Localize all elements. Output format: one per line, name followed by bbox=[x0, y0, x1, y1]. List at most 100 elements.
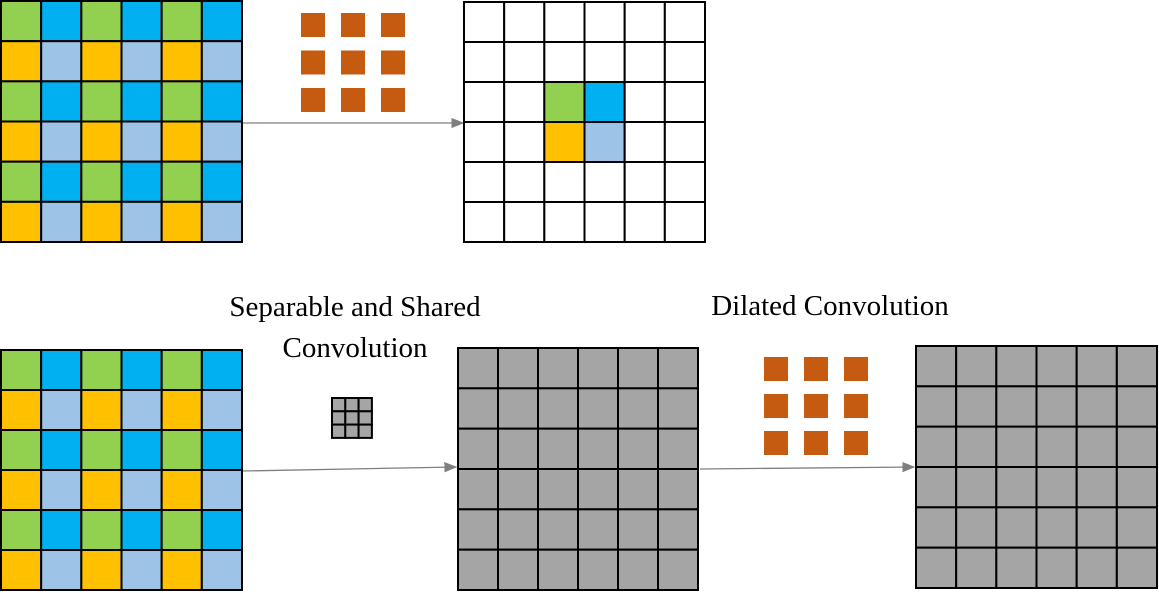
output-grid-top-cell bbox=[623, 1, 666, 43]
dilated-kernel-bottom-element bbox=[804, 394, 828, 418]
intermediate-grid-cell bbox=[497, 548, 539, 592]
dilated-kernel-top-element bbox=[381, 88, 405, 112]
input-grid-top-cell bbox=[80, 160, 123, 203]
input-grid-bottom-cell bbox=[120, 389, 163, 431]
output-grid-top-cell bbox=[583, 201, 626, 243]
dilated-kernel-bottom-element bbox=[804, 357, 828, 381]
output-grid-bottom-cell bbox=[995, 345, 1038, 388]
output-grid-top-cell bbox=[503, 121, 546, 163]
input-grid-bottom-cell bbox=[200, 469, 243, 511]
input-grid-bottom-cell bbox=[160, 549, 203, 591]
intermediate-grid-cell bbox=[457, 468, 499, 511]
intermediate-grid-cell bbox=[657, 508, 699, 551]
output-grid-bottom-cell bbox=[1075, 345, 1118, 388]
output-grid-top-cell bbox=[503, 161, 546, 203]
output-grid-top-cell bbox=[623, 121, 666, 163]
output-grid-top-cell bbox=[463, 161, 506, 203]
input-grid-top-cell bbox=[200, 0, 243, 43]
output-grid-top-cell bbox=[503, 1, 546, 43]
intermediate-grid-cell bbox=[577, 347, 619, 390]
output-grid-top-cell bbox=[463, 121, 506, 163]
output-grid-bottom-cell bbox=[955, 466, 998, 509]
input-grid-top-cell bbox=[200, 200, 243, 243]
input-grid-top-cell bbox=[0, 0, 43, 43]
shared-kernel-cell bbox=[344, 423, 360, 439]
output-grid-top-cell bbox=[543, 121, 586, 163]
intermediate-grid-cell bbox=[617, 427, 659, 470]
output-grid-top-cell bbox=[623, 161, 666, 203]
input-grid-bottom-cell bbox=[200, 389, 243, 431]
input-grid-top-cell bbox=[120, 0, 163, 43]
intermediate-grid-cell bbox=[497, 387, 539, 430]
output-grid-top-cell bbox=[543, 201, 586, 243]
intermediate-grid-cell bbox=[497, 468, 539, 511]
output-grid-top-cell bbox=[463, 1, 506, 43]
intermediate-grid-cell bbox=[577, 427, 619, 470]
output-grid-bottom-cell bbox=[955, 345, 998, 388]
input-grid-bottom-cell bbox=[120, 349, 163, 391]
input-grid-top-cell bbox=[80, 200, 123, 243]
output-grid-top-cell bbox=[583, 121, 626, 163]
input-grid-top-cell bbox=[120, 80, 163, 123]
input-grid-top-cell bbox=[40, 0, 83, 43]
intermediate-grid-cell bbox=[497, 508, 539, 551]
input-grid-bottom-cell bbox=[40, 429, 83, 471]
input-grid-top-cell bbox=[80, 120, 123, 163]
input-grid-top-cell bbox=[160, 40, 203, 83]
output-grid-top-cell bbox=[663, 41, 706, 83]
output-grid-bottom-cell bbox=[915, 385, 958, 428]
input-grid-bottom-cell bbox=[200, 349, 243, 391]
input-grid-top-cell bbox=[200, 120, 243, 163]
output-grid-bottom-cell bbox=[1035, 506, 1078, 549]
input-grid-bottom-cell bbox=[200, 429, 243, 471]
input-grid-bottom-cell bbox=[80, 429, 123, 471]
output-grid-bottom-cell bbox=[1035, 345, 1078, 388]
intermediate-grid-cell bbox=[497, 427, 539, 470]
output-grid-bottom-cell bbox=[915, 345, 958, 388]
shared-kernel-cell bbox=[344, 410, 360, 426]
shared-kernel-cell bbox=[344, 397, 360, 413]
output-grid-bottom-cell bbox=[1075, 506, 1118, 549]
output-grid-bottom-cell bbox=[1115, 345, 1159, 388]
dilated-kernel-bottom-element bbox=[844, 357, 868, 381]
input-grid-top-cell bbox=[200, 40, 243, 83]
input-grid-bottom-cell bbox=[80, 469, 123, 511]
output-grid-bottom-cell bbox=[995, 466, 1038, 509]
input-grid-top-cell bbox=[0, 160, 43, 203]
intermediate-grid-cell bbox=[457, 508, 499, 551]
input-grid-bottom-cell bbox=[0, 389, 43, 431]
input-grid-bottom-cell bbox=[120, 429, 163, 471]
output-grid-bottom-cell bbox=[955, 385, 998, 428]
output-grid-top-cell bbox=[503, 41, 546, 83]
shared-kernel-cell bbox=[357, 423, 373, 439]
input-grid-top-cell bbox=[160, 200, 203, 243]
input-grid-bottom-cell bbox=[40, 349, 83, 391]
output-grid-bottom-cell bbox=[995, 385, 1038, 428]
separable-shared-convolution-label: Separable and Shared Convolution bbox=[195, 287, 515, 369]
input-grid-bottom-cell bbox=[40, 509, 83, 551]
output-grid-bottom-cell bbox=[995, 425, 1038, 468]
input-grid-top-cell bbox=[200, 160, 243, 203]
arrow-separable bbox=[242, 462, 458, 473]
input-grid-bottom-cell bbox=[40, 549, 83, 591]
output-grid-top-cell bbox=[583, 41, 626, 83]
output-grid-bottom-cell bbox=[955, 546, 998, 590]
dilated-kernel-bottom-element bbox=[844, 431, 868, 455]
input-grid-bottom-cell bbox=[80, 509, 123, 551]
input-grid-bottom-cell bbox=[160, 429, 203, 471]
dilated-kernel-top-element bbox=[301, 13, 325, 37]
input-grid-top-cell bbox=[0, 120, 43, 163]
intermediate-grid-cell bbox=[457, 427, 499, 470]
intermediate-grid-cell bbox=[657, 468, 699, 511]
output-grid-top-cell bbox=[663, 161, 706, 203]
output-grid-top-cell bbox=[463, 41, 506, 83]
output-grid-top-cell bbox=[583, 81, 626, 123]
output-grid-top-cell bbox=[663, 121, 706, 163]
input-grid-top-cell bbox=[40, 120, 83, 163]
output-grid-top-cell bbox=[463, 81, 506, 123]
output-grid-bottom-cell bbox=[995, 546, 1038, 590]
input-grid-top-cell bbox=[160, 160, 203, 203]
input-grid-bottom-cell bbox=[80, 389, 123, 431]
output-grid-top-cell bbox=[583, 161, 626, 203]
